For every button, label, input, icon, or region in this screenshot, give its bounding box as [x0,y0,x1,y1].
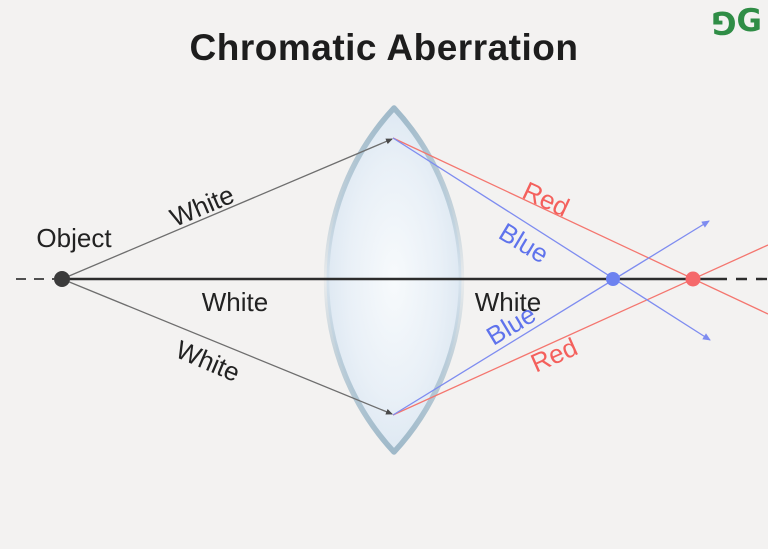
page-title: Chromatic Aberration [189,27,579,68]
white-ray-upper [61,138,393,280]
white-ray-lower [61,278,393,415]
red-ray-lower [392,244,768,416]
white-axis-right-label: White [474,287,542,317]
blue-ray-lower [392,220,710,416]
blue-ray-upper [392,137,711,341]
red-focal-point [685,271,701,287]
object-point [54,271,70,287]
logo-right-glyph: G [736,3,763,39]
white-axis-left-label: White [201,287,269,317]
blue-focal-point [606,272,620,286]
red-ray-upper [392,137,768,315]
object-label: Object [36,223,112,253]
geeksforgeeks-logo-icon: GG [715,3,763,40]
